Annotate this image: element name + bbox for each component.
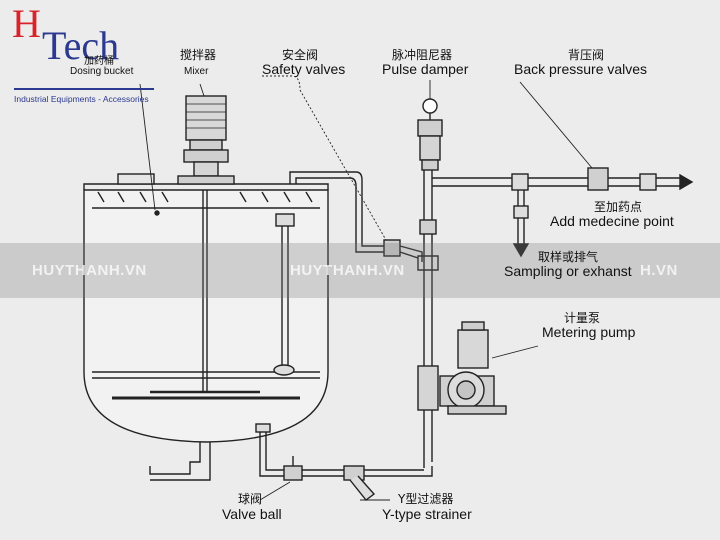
- logo-underline: [14, 88, 154, 90]
- mixer-motor: [177, 95, 235, 185]
- label-add-point-cn: 至加药点: [594, 200, 643, 214]
- label-add-point-en: Add medecine point: [550, 213, 674, 229]
- watermark-band: [0, 243, 720, 298]
- delivery-line: [432, 167, 694, 191]
- label-metering-pump-cn: 计量泵: [564, 311, 601, 325]
- label-y-strainer-cn: Y型过滤器: [398, 492, 454, 506]
- logo-tagline: Industrial Equipments - Accessories: [14, 94, 149, 104]
- label-mixer-en: Mixer: [184, 66, 209, 77]
- metering-pump: [417, 321, 507, 415]
- watermark-text-right: H.VN: [640, 262, 678, 279]
- label-y-strainer-en: Y-type strainer: [382, 506, 472, 522]
- label-pulse-damper-cn: 脉冲阻尼器: [392, 48, 453, 62]
- watermark-text-center: HUYTHANH.VN: [290, 262, 405, 279]
- leader-lines: [139, 75, 593, 501]
- label-sampling-en: Sampling or exhanst: [504, 263, 632, 279]
- pulse-damper: [417, 98, 443, 171]
- sampling-branch: [512, 190, 530, 258]
- discharge-line: [417, 170, 439, 468]
- label-valve-ball-cn: 球阀: [238, 492, 263, 506]
- label-back-pressure-en: Back pressure valves: [514, 61, 648, 77]
- safety-valve: [383, 239, 423, 262]
- label-metering-pump-en: Metering pump: [542, 324, 636, 340]
- label-safety-valves-en: Safety valves: [262, 61, 346, 77]
- label-sampling-cn: 取样或排气: [538, 250, 599, 264]
- y-strainer: [343, 465, 376, 501]
- label-dosing-bucket-en: Dosing bucket: [70, 66, 134, 77]
- watermark-text-left: HUYTHANH.VN: [32, 262, 147, 279]
- label-safety-valves-cn: 安全阀: [282, 48, 319, 62]
- label-mixer-cn: 搅拌器: [180, 48, 217, 62]
- label-valve-ball-en: Valve ball: [222, 506, 282, 522]
- dosing-tank: [83, 173, 329, 481]
- logo-word-tech: Tech: [42, 23, 120, 68]
- logo-letter-h: H: [12, 1, 41, 46]
- label-back-pressure-cn: 背压阀: [568, 48, 605, 62]
- ball-valve: [283, 456, 303, 481]
- label-pulse-damper-en: Pulse damper: [382, 61, 469, 77]
- label-dosing-bucket-cn: 加药桶: [84, 56, 114, 67]
